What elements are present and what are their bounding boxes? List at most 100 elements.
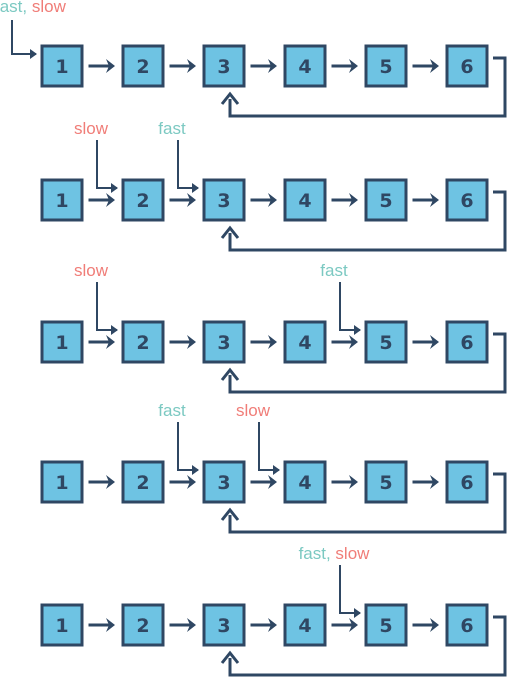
node-2: 2	[121, 460, 165, 504]
node-box	[202, 603, 246, 647]
next-arrow	[331, 193, 358, 207]
node-label: 5	[379, 56, 392, 78]
node-box	[202, 320, 246, 364]
next-arrow	[88, 193, 115, 207]
next-arrow	[331, 59, 358, 73]
node-label: 5	[379, 332, 392, 354]
cycle-loop-arrow	[220, 472, 507, 534]
node-6: 6	[445, 320, 489, 364]
node-label: 2	[136, 615, 149, 637]
node-6: 6	[445, 178, 489, 222]
node-box	[121, 460, 165, 504]
node-label: 2	[136, 56, 149, 78]
fast-label: ,	[22, 0, 31, 16]
node-3: 3	[202, 320, 246, 364]
node-label: 2	[136, 332, 149, 354]
next-arrow	[331, 335, 358, 349]
node-box	[121, 320, 165, 364]
node-label: 4	[298, 332, 311, 354]
next-arrow	[88, 618, 115, 632]
node-box	[121, 44, 165, 88]
pointer-fast: fast	[158, 119, 199, 193]
next-arrow	[250, 618, 277, 632]
node-2: 2	[121, 603, 165, 647]
next-arrow	[169, 193, 196, 207]
pointer-label: fast, slow	[0, 0, 67, 16]
next-arrow	[169, 335, 196, 349]
node-box	[364, 320, 408, 364]
pointer-label: slow	[236, 401, 271, 420]
node-4: 4	[283, 603, 327, 647]
node-label: 1	[55, 56, 68, 78]
node-2: 2	[121, 44, 165, 88]
node-label: 6	[460, 472, 473, 494]
node-label: 3	[217, 56, 230, 78]
node-label: 3	[217, 615, 230, 637]
node-label: 6	[460, 332, 473, 354]
node-5: 5	[364, 320, 408, 364]
node-box	[364, 460, 408, 504]
fast-label: fast	[158, 119, 186, 138]
node-label: 1	[55, 190, 68, 212]
node-box	[40, 603, 84, 647]
next-arrow	[88, 475, 115, 489]
cycle-loop-arrow	[220, 332, 507, 394]
slow-label: slow	[32, 0, 67, 16]
node-1: 1	[40, 178, 84, 222]
fast-label: ,	[326, 544, 335, 563]
node-1: 1	[40, 320, 84, 364]
node-5: 5	[364, 460, 408, 504]
pointer-slow: slow	[236, 401, 280, 475]
node-box	[283, 44, 327, 88]
node-box	[364, 44, 408, 88]
node-box	[202, 178, 246, 222]
pointer-fast: fast	[320, 261, 361, 335]
node-3: 3	[202, 603, 246, 647]
node-label: 3	[217, 190, 230, 212]
node-label: 1	[55, 332, 68, 354]
slow-label: slow	[74, 119, 109, 138]
pointer-label: fast	[320, 261, 348, 280]
next-arrow	[169, 475, 196, 489]
node-label: 1	[55, 472, 68, 494]
next-arrow	[88, 335, 115, 349]
cycle-loop-arrow	[220, 190, 507, 252]
next-arrow	[412, 335, 439, 349]
next-arrow	[331, 618, 358, 632]
next-arrow	[169, 59, 196, 73]
node-label: 2	[136, 472, 149, 494]
node-2: 2	[121, 320, 165, 364]
node-box	[445, 44, 489, 88]
pointer-label: slow	[74, 261, 109, 280]
node-label: 6	[460, 615, 473, 637]
node-box	[445, 460, 489, 504]
next-arrow	[250, 475, 277, 489]
node-box	[40, 44, 84, 88]
node-label: 4	[298, 472, 311, 494]
node-label: 2	[136, 190, 149, 212]
fast-label: fast	[320, 261, 348, 280]
node-box	[40, 178, 84, 222]
pointer-fast: fast, slow	[0, 0, 67, 59]
node-box	[202, 44, 246, 88]
node-box	[121, 178, 165, 222]
node-box	[121, 603, 165, 647]
node-6: 6	[445, 460, 489, 504]
node-box	[40, 460, 84, 504]
node-5: 5	[364, 603, 408, 647]
pointer-label: fast	[158, 119, 186, 138]
node-label: 5	[379, 190, 392, 212]
fast-label: fast	[0, 0, 23, 16]
node-label: 1	[55, 615, 68, 637]
next-arrow	[88, 59, 115, 73]
node-label: 3	[217, 332, 230, 354]
next-arrow	[412, 193, 439, 207]
cycle-loop-arrow	[220, 615, 507, 677]
next-arrow	[250, 335, 277, 349]
node-5: 5	[364, 178, 408, 222]
node-box	[283, 603, 327, 647]
node-label: 5	[379, 615, 392, 637]
node-box	[445, 320, 489, 364]
